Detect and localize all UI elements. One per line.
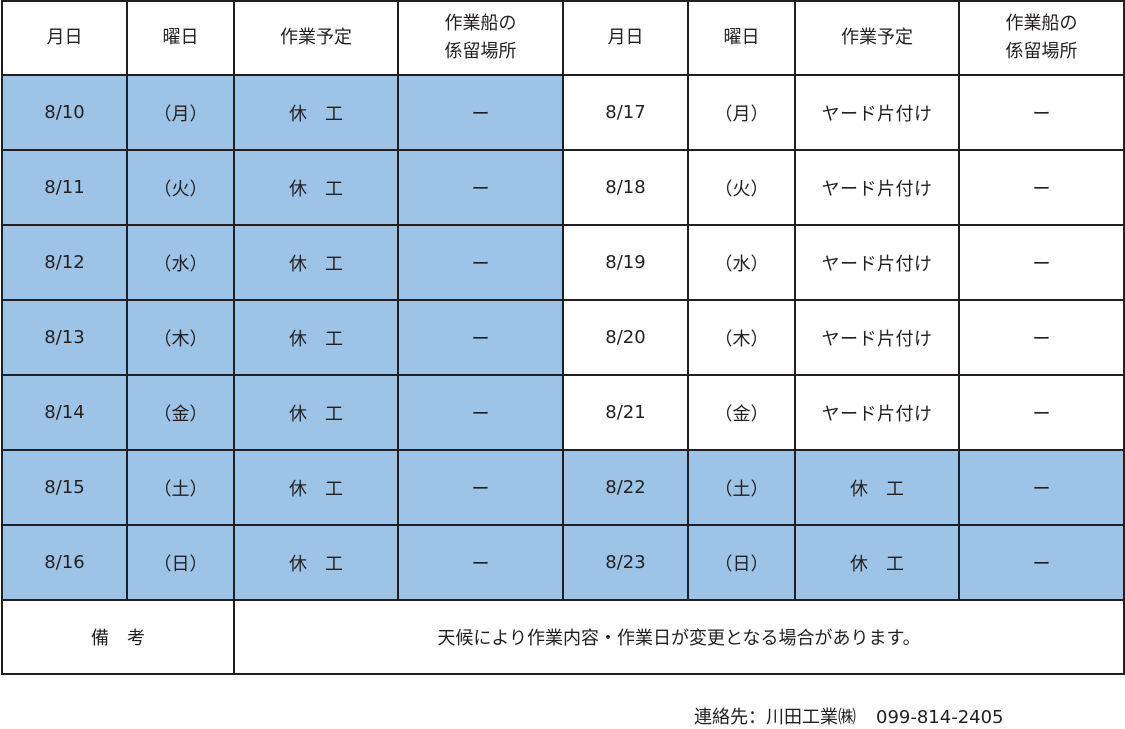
- weekday-cell: （月）: [687, 74, 796, 151]
- task-cell: 休 工: [233, 224, 399, 301]
- task-cell: ヤード片付け: [794, 299, 960, 376]
- mooring-cell: ー: [397, 149, 564, 226]
- date-cell: 8/18: [562, 149, 689, 226]
- date-cell: 8/21: [562, 374, 689, 451]
- contact-line: 連絡先：川田工業㈱ 099-814-2405: [694, 703, 1004, 729]
- date-cell: 8/19: [562, 224, 689, 301]
- date-cell: 8/17: [562, 74, 689, 151]
- header-task: 作業予定: [794, 0, 960, 76]
- date-cell: 8/15: [1, 449, 128, 526]
- task-cell: 休 工: [794, 524, 960, 601]
- date-cell: 8/12: [1, 224, 128, 301]
- mooring-cell: ー: [958, 449, 1125, 526]
- mooring-cell: ー: [397, 299, 564, 376]
- weekday-cell: （火）: [126, 149, 235, 226]
- task-cell: 休 工: [233, 149, 399, 226]
- table-row: 8/12 （水） 休 工 ー 8/19 （水） ヤード片付け ー: [1, 224, 1125, 301]
- task-cell: ヤード片付け: [794, 224, 960, 301]
- weekday-cell: （金）: [687, 374, 796, 451]
- task-cell: 休 工: [233, 299, 399, 376]
- weekday-cell: （水）: [126, 224, 235, 301]
- date-cell: 8/11: [1, 149, 128, 226]
- weekday-cell: （水）: [687, 224, 796, 301]
- header-mooring: 作業船の係留場所: [958, 0, 1125, 76]
- mooring-cell: ー: [397, 449, 564, 526]
- mooring-cell: ー: [958, 224, 1125, 301]
- header-mooring-line2: 係留場所: [444, 41, 517, 62]
- date-cell: 8/13: [1, 299, 128, 376]
- date-cell: 8/22: [562, 449, 689, 526]
- header-mooring-line1: 作業船の: [1005, 13, 1078, 35]
- task-cell: ヤード片付け: [794, 149, 960, 226]
- mooring-cell: ー: [397, 524, 564, 601]
- mooring-cell: ー: [958, 374, 1125, 451]
- weekday-cell: （火）: [687, 149, 796, 226]
- task-cell: 休 工: [233, 374, 399, 451]
- table-row: 8/10 （月） 休 工 ー 8/17 （月） ヤード片付け ー: [1, 74, 1125, 151]
- remarks-text: 天候により作業内容・作業日が変更となる場合があります。: [233, 599, 1125, 675]
- date-cell: 8/14: [1, 374, 128, 451]
- header-date: 月日: [562, 0, 689, 76]
- task-cell: 休 工: [794, 449, 960, 526]
- date-cell: 8/23: [562, 524, 689, 601]
- weekday-cell: （土）: [126, 449, 235, 526]
- task-cell: ヤード片付け: [794, 74, 960, 151]
- weekday-cell: （土）: [687, 449, 796, 526]
- weekday-cell: （日）: [126, 524, 235, 601]
- task-cell: 休 工: [233, 74, 399, 151]
- mooring-cell: ー: [397, 224, 564, 301]
- date-cell: 8/20: [562, 299, 689, 376]
- mooring-cell: ー: [397, 74, 564, 151]
- mooring-cell: ー: [958, 524, 1125, 601]
- weekday-cell: （金）: [126, 374, 235, 451]
- weekday-cell: （日）: [687, 524, 796, 601]
- mooring-cell: ー: [958, 149, 1125, 226]
- contact-label: 連絡先：川田工業㈱: [694, 707, 856, 728]
- remarks-row: 備 考 天候により作業内容・作業日が変更となる場合があります。: [1, 599, 1125, 675]
- remarks-label: 備 考: [1, 599, 235, 675]
- weekday-cell: （木）: [687, 299, 796, 376]
- weekday-cell: （月）: [126, 74, 235, 151]
- work-schedule-table: 月日 曜日 作業予定 作業船の係留場所 月日 曜日 作業予定 作業船の係留場所 …: [1, 0, 1125, 675]
- task-cell: 休 工: [233, 449, 399, 526]
- table-row: 8/14 （金） 休 工 ー 8/21 （金） ヤード片付け ー: [1, 374, 1125, 451]
- table-header-row: 月日 曜日 作業予定 作業船の係留場所 月日 曜日 作業予定 作業船の係留場所: [1, 0, 1125, 76]
- header-weekday: 曜日: [687, 0, 796, 76]
- date-cell: 8/16: [1, 524, 128, 601]
- header-mooring-line1: 作業船の: [444, 13, 517, 35]
- table-row: 8/11 （火） 休 工 ー 8/18 （火） ヤード片付け ー: [1, 149, 1125, 226]
- header-task: 作業予定: [233, 0, 399, 76]
- header-weekday: 曜日: [126, 0, 235, 76]
- mooring-cell: ー: [958, 74, 1125, 151]
- mooring-cell: ー: [958, 299, 1125, 376]
- task-cell: ヤード片付け: [794, 374, 960, 451]
- contact-phone: 099-814-2405: [876, 707, 1004, 728]
- date-cell: 8/10: [1, 74, 128, 151]
- table-row: 8/16 （日） 休 工 ー 8/23 （日） 休 工 ー: [1, 524, 1125, 601]
- weekday-cell: （木）: [126, 299, 235, 376]
- header-mooring-line2: 係留場所: [1005, 41, 1078, 62]
- table-row: 8/15 （土） 休 工 ー 8/22 （土） 休 工 ー: [1, 449, 1125, 526]
- header-date: 月日: [1, 0, 128, 76]
- header-mooring: 作業船の係留場所: [397, 0, 564, 76]
- table-row: 8/13 （木） 休 工 ー 8/20 （木） ヤード片付け ー: [1, 299, 1125, 376]
- mooring-cell: ー: [397, 374, 564, 451]
- task-cell: 休 工: [233, 524, 399, 601]
